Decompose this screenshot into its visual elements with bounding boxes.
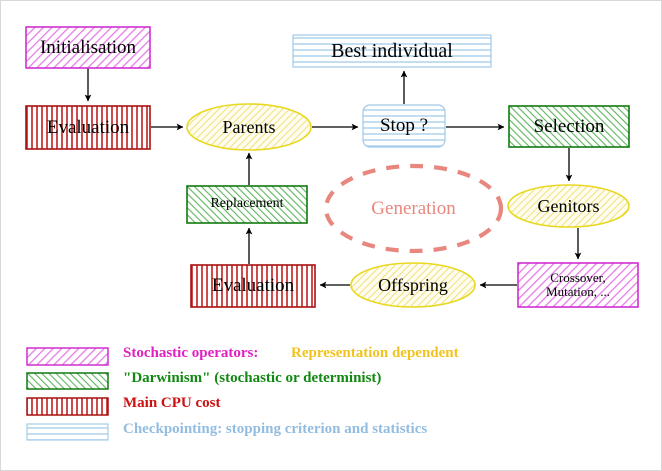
legend-label-stochastic-extra: Representation dependent <box>291 345 459 361</box>
node-shape-initialisation[interactable] <box>25 26 151 69</box>
legend-swatch-stochastic <box>26 347 109 366</box>
node-shape-evaluation_top[interactable] <box>25 105 151 150</box>
node-shape-parents[interactable] <box>186 103 312 151</box>
node-shape-best_individual[interactable] <box>292 34 492 68</box>
node-shape-genitors[interactable] <box>507 184 630 228</box>
shapes-group <box>25 26 639 308</box>
legend-swatch-checkpointing <box>26 423 109 441</box>
edges-group <box>84 68 582 289</box>
node-shape-selection[interactable] <box>508 105 630 148</box>
legend-label-darwinism: "Darwinism" (stochastic or determinist) <box>123 370 382 386</box>
legend-swatch-darwinism <box>26 372 109 390</box>
node-shape-crossover[interactable] <box>517 262 639 308</box>
node-shape-replacement[interactable] <box>186 185 308 224</box>
node-shape-evaluation_bottom[interactable] <box>190 264 316 308</box>
node-shape-stop[interactable] <box>362 104 446 148</box>
legend-swatch-cpu-cost <box>26 397 109 416</box>
legend-label-cpu-cost: Main CPU cost <box>123 395 221 411</box>
legend-label-checkpointing: Checkpointing: stopping criterion and st… <box>123 421 428 437</box>
legend-label-stochastic: Stochastic operators: <box>123 345 259 361</box>
node-shape-offspring[interactable] <box>350 262 476 308</box>
legend-swatch-group <box>26 347 109 441</box>
node-shape-generation[interactable] <box>323 163 504 254</box>
